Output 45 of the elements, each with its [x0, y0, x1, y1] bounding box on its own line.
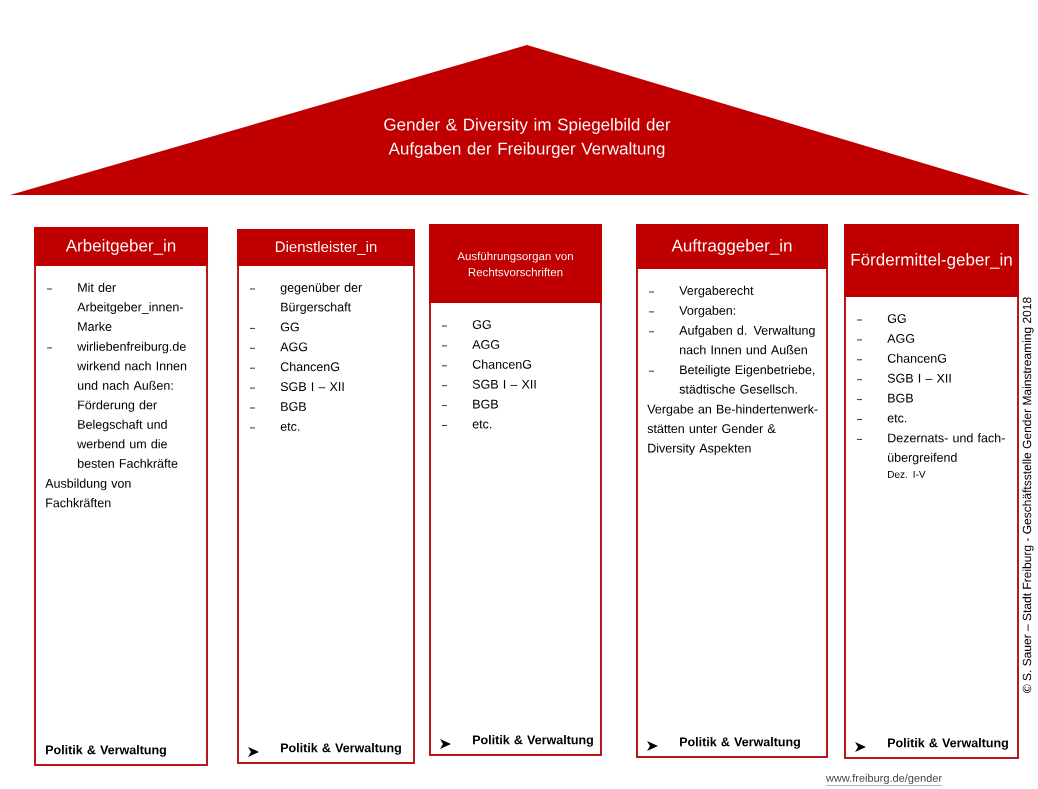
list-item: Dezernats- und fach-übergreifend — [856, 433, 1005, 465]
list-item: BGB — [856, 393, 913, 403]
roof-triangle: Gender & Diversity im Spiegelbild der Aufgaben der Freiburger Verwaltung — [10, 45, 1030, 195]
list-item: Aufgaben d. Verwaltung nach Innen und Außen — [648, 325, 815, 355]
list-item: Vorgaben: — [648, 305, 736, 318]
footer-text: Politik & Verwaltung — [46, 745, 166, 757]
list-item: ChancenG — [856, 353, 946, 363]
list-item: SGB I – XII — [856, 373, 951, 383]
list-item: etc. — [441, 420, 492, 429]
footer-text: Politik & Verwaltung — [248, 743, 401, 757]
list-item: Vergabe an Be-hindertenwerk-stätten unter Gender & Diversity Aspekten — [647, 404, 818, 456]
web-link: www.freiburg.de/gender — [825, 773, 943, 786]
list-item: Vergaberecht — [648, 285, 754, 298]
column-box — [237, 229, 415, 764]
list-item: Dez. I-V — [888, 470, 926, 478]
list-item: Beteiligte Eigenbetriebe, städtische Gesellsch. — [648, 365, 815, 394]
header-band: Dienstleister_in — [237, 229, 415, 266]
list-item: Ausbildung von Fachkräften — [45, 478, 131, 508]
list-item: wirliebenfreiburg.de wirkend nach Innen und nach Außen: Förderung der Belegschaft und werbend um die besten Fachkräfte — [46, 341, 187, 468]
list-item: SGB I – XII — [441, 379, 536, 389]
list-item: GG — [856, 314, 906, 323]
column-box — [844, 224, 1019, 759]
footer-text: Politik & Verwaltung — [855, 738, 1008, 752]
column-box — [636, 224, 828, 758]
list-item: AGG — [441, 340, 500, 349]
column-box — [429, 224, 602, 756]
list-item: BGB — [441, 399, 498, 409]
header-band: Fördermittel-geber_in — [844, 224, 1019, 297]
list-item: gegenüber der Bürgerschaft — [249, 282, 362, 314]
list-item: AGG — [249, 342, 308, 352]
header-band: Arbeitgeber_in — [34, 227, 208, 266]
list-item: BGB — [249, 402, 306, 411]
header-band: Ausführungsorgan von Rechtsvorschriften — [429, 224, 602, 303]
list-item: GG — [249, 322, 299, 332]
footer-text: Politik & Verwaltung — [647, 737, 800, 751]
list-item: ChancenG — [249, 362, 339, 372]
column-box — [34, 227, 208, 766]
list-item: etc. — [249, 422, 300, 431]
header-band: Auftraggeber_in — [636, 224, 828, 269]
list-item: AGG — [856, 334, 915, 343]
list-item: etc. — [856, 414, 907, 423]
list-item: ChancenG — [441, 359, 531, 369]
list-item: GG — [441, 320, 491, 329]
footer-text: Politik & Verwaltung — [440, 735, 593, 749]
list-item: SGB I – XII — [249, 382, 344, 392]
